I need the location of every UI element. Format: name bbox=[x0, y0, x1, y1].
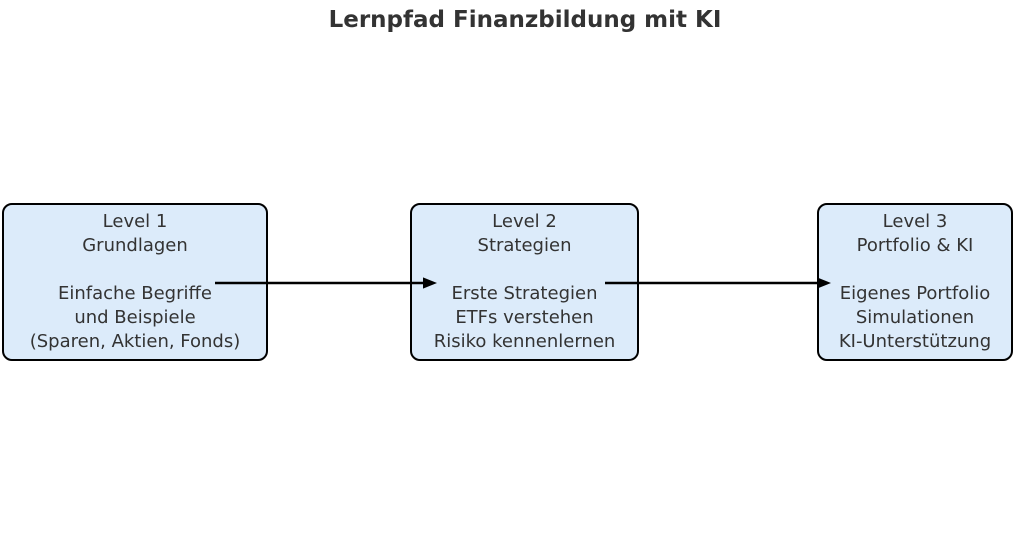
node-level-2-body-line: ETFs verstehen bbox=[455, 307, 594, 328]
node-level-1-body-line: und Beispiele bbox=[74, 307, 196, 328]
node-level-1-heading: Level 1 bbox=[102, 211, 168, 232]
node-level-3-body-line: KI-Unterstützung bbox=[838, 331, 992, 352]
node-level-2-body-line: Erste Strategien bbox=[451, 283, 598, 304]
node-level-3-body-line: Eigenes Portfolio bbox=[839, 283, 991, 304]
node-level-1-body-line: Einfache Begriffe bbox=[58, 283, 212, 304]
node-level-2-subheading: Strategien bbox=[477, 235, 572, 256]
node-level-2-heading: Level 2 bbox=[492, 211, 557, 232]
node-level-2: Level 2 Strategien Erste Strategien ETFs… bbox=[410, 203, 639, 361]
node-level-3-body-line: Simulationen bbox=[855, 307, 975, 328]
node-level-1-subheading: Grundlagen bbox=[82, 235, 188, 256]
node-level-3-subheading: Portfolio & KI bbox=[856, 235, 974, 256]
node-level-2-body-line: Risiko kennenlernen bbox=[433, 331, 616, 352]
node-level-3-heading: Level 3 bbox=[882, 211, 948, 232]
node-level-1-body-line: (Sparen, Aktien, Fonds) bbox=[29, 331, 241, 352]
diagram-title: Lernpfad Finanzbildung mit KI bbox=[328, 7, 722, 33]
node-level-1: Level 1 Grundlagen Einfache Begriffe und… bbox=[2, 203, 268, 361]
node-level-3: Level 3 Portfolio & KI Eigenes Portfolio… bbox=[817, 203, 1013, 361]
